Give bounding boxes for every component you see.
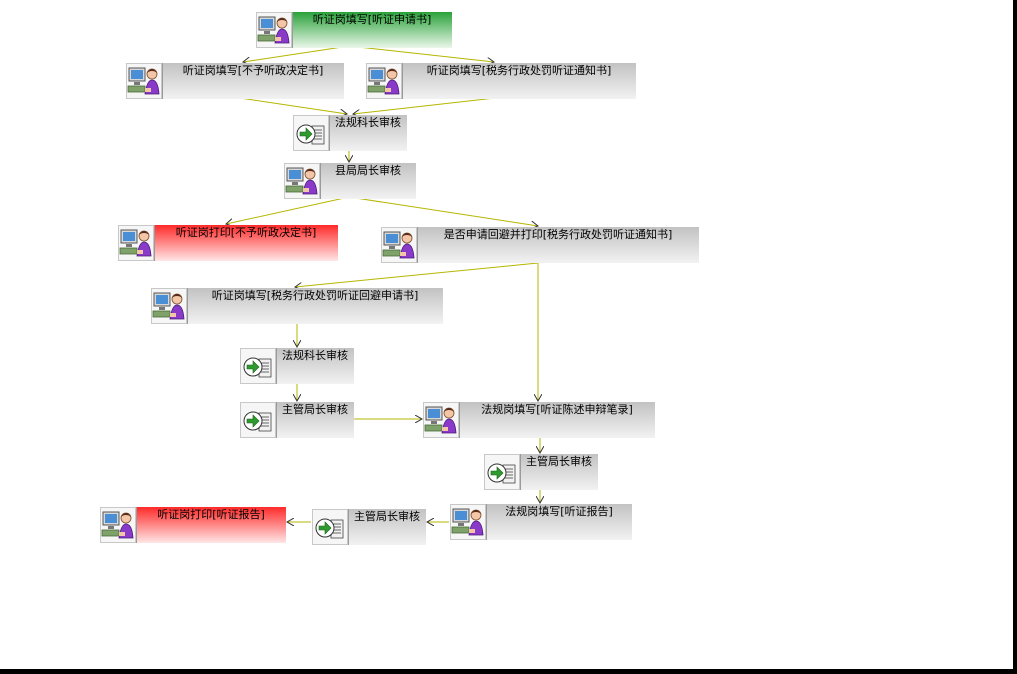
arrow-document-icon [293,115,329,151]
node-label: 法规岗填写[听证报告] [505,505,613,518]
node-label: 听证岗填写[税务行政处罚听证通知书] [426,64,612,77]
workflow-node[interactable]: 法规科长审核 [240,348,354,384]
node-label: 主管局长审核 [282,403,348,416]
node-bar [348,509,426,545]
workflow-node[interactable]: 主管局长审核 [484,454,598,490]
person-computer-icon [284,163,320,199]
window-right-border [1013,0,1017,674]
node-bar [486,504,632,540]
node-bar [187,288,443,324]
edge-n5-n6 [226,196,350,224]
node-bar [320,163,416,199]
person-computer-icon [256,12,292,48]
node-label: 法规科长审核 [282,349,348,362]
person-computer-icon [450,504,486,540]
person-computer-icon [100,507,136,543]
node-bar [402,63,636,99]
node-bar [292,12,452,48]
workflow-node[interactable]: 听证岗填写[听证申请书] [256,12,452,48]
node-label: 主管局长审核 [526,455,592,468]
node-bar [276,348,354,384]
workflow-node[interactable]: 主管局长审核 [312,509,426,545]
node-bar [329,115,407,151]
person-computer-icon [126,63,162,99]
workflow-node[interactable]: 听证岗打印[不予听政决定书] [118,225,338,261]
edge-n1-n2 [243,45,350,62]
edge-n3-n4 [353,97,496,114]
person-computer-icon [118,225,154,261]
arrow-document-icon [240,402,276,438]
edge-n1-n3 [348,45,494,62]
person-computer-icon [366,63,402,99]
workflow-node[interactable]: 法规岗填写[听证报告] [450,504,632,540]
arrow-document-icon [484,454,520,490]
node-bar [154,225,338,261]
node-label: 听证岗填写[税务行政处罚听证回避申请书] [211,289,419,302]
workflow-node[interactable]: 法规科长审核 [293,115,407,151]
node-label: 听证岗填写[听证申请书] [312,13,432,26]
edge-n2-n4 [239,97,347,114]
node-bar [162,63,344,99]
node-label: 听证岗填写[不予听政决定书] [182,64,324,77]
node-bar [417,227,699,263]
person-computer-icon [423,402,459,438]
node-label: 主管局长审核 [354,510,420,523]
arrow-document-icon [312,509,348,545]
workflow-node[interactable]: 是否申请回避并打印[税务行政处罚听证通知书] [381,227,699,263]
node-label: 听证岗打印[不予听政决定书] [175,226,317,239]
workflow-node[interactable]: 听证岗填写[税务行政处罚听证回避申请书] [151,288,443,324]
edge-n5-n7 [348,196,538,226]
workflow-node[interactable]: 法规岗填写[听证陈述申辩笔录] [423,402,655,438]
node-label: 法规岗填写[听证陈述申辩笔录] [481,403,633,416]
node-bar [136,507,286,543]
node-label: 听证岗打印[听证报告] [157,508,265,521]
person-computer-icon [381,227,417,263]
workflow-node[interactable]: 主管局长审核 [240,402,354,438]
node-label: 法规科长审核 [335,116,401,129]
node-bar [520,454,598,490]
workflow-node[interactable]: 听证岗打印[听证报告] [100,507,286,543]
node-bar [459,402,655,438]
node-label: 县局局长审核 [335,164,401,177]
node-label: 是否申请回避并打印[税务行政处罚听证通知书] [443,228,673,241]
workflow-node[interactable]: 听证岗填写[税务行政处罚听证通知书] [366,63,636,99]
workflow-node[interactable]: 县局局长审核 [284,163,416,199]
node-bar [276,402,354,438]
workflow-node[interactable]: 听证岗填写[不予听政决定书] [126,63,344,99]
window-bottom-border [0,669,1017,674]
arrow-document-icon [240,348,276,384]
edge-n7-n8 [295,262,539,287]
person-computer-icon [151,288,187,324]
